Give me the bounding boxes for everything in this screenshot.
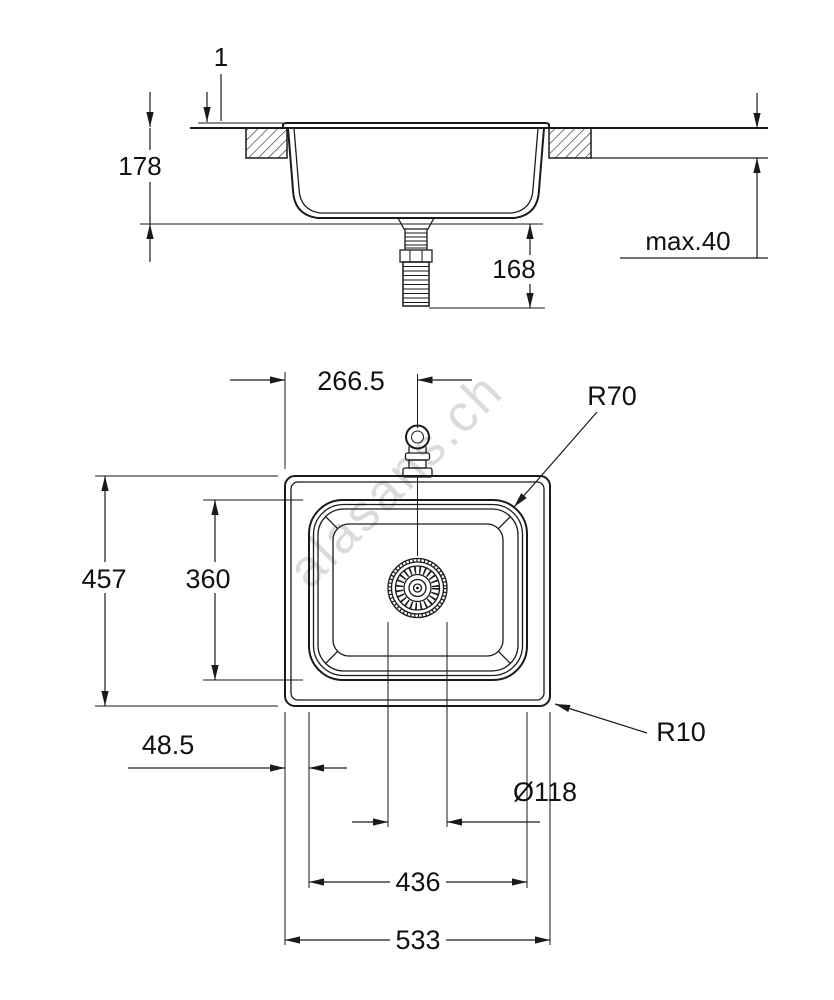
dimension-drain-height: 168 [429,223,545,309]
dim-label-outer-depth: 457 [81,564,126,594]
dim-label-counter-thickness: max.40 [645,226,730,256]
drain-threads [405,232,427,249]
dim-label-bowl-depth: 178 [118,151,161,181]
dimension-outer-depth: 457 [78,475,131,707]
dimension-bowl-corner-radius: R70 [513,381,637,508]
dimension-center-distance: 266.5 [230,366,472,396]
dimension-bowl-depth: 178 [113,128,543,262]
sink-bowl-section [198,122,550,219]
dim-label-drain-height: 168 [492,254,535,284]
drain-assembly-section [397,217,435,307]
dimension-bowl-inner-depth: 360 [182,499,234,681]
dimension-drain-diameter: Ø118 [352,777,577,826]
drain-plan [387,557,448,619]
plan-view: 266.5 R70 457 360 48.5 Ø118 [78,366,706,955]
dim-label-rim-height: 1 [214,42,228,72]
dim-label-outer-corner-radius: R10 [656,717,706,747]
dim-label-bowl-inner-depth: 360 [185,564,230,594]
watermark: alasans.ch [277,361,515,599]
dimension-outer-width: 533 [284,925,551,955]
dimension-bowl-width: 436 [308,867,528,897]
dimension-rim-height: 1 [146,42,228,128]
dimension-outer-corner-radius: R10 [554,703,706,747]
dimension-bowl-offset: 48.5 [128,730,347,772]
dim-label-bowl-corner-radius: R70 [587,381,637,411]
dim-label-center-distance: 266.5 [317,366,385,396]
dimension-counter-thickness: max.40 [620,93,768,259]
dim-label-outer-width: 533 [395,925,440,955]
countertop-section [190,127,768,159]
dim-label-drain-diameter: Ø118 [513,777,577,807]
dim-label-bowl-width: 436 [395,867,440,897]
extension-lines [95,372,551,945]
side-view: 1 178 max.40 168 [113,42,768,309]
watermark-text: alasans.ch [277,361,515,599]
dim-label-bowl-offset: 48.5 [142,730,195,760]
